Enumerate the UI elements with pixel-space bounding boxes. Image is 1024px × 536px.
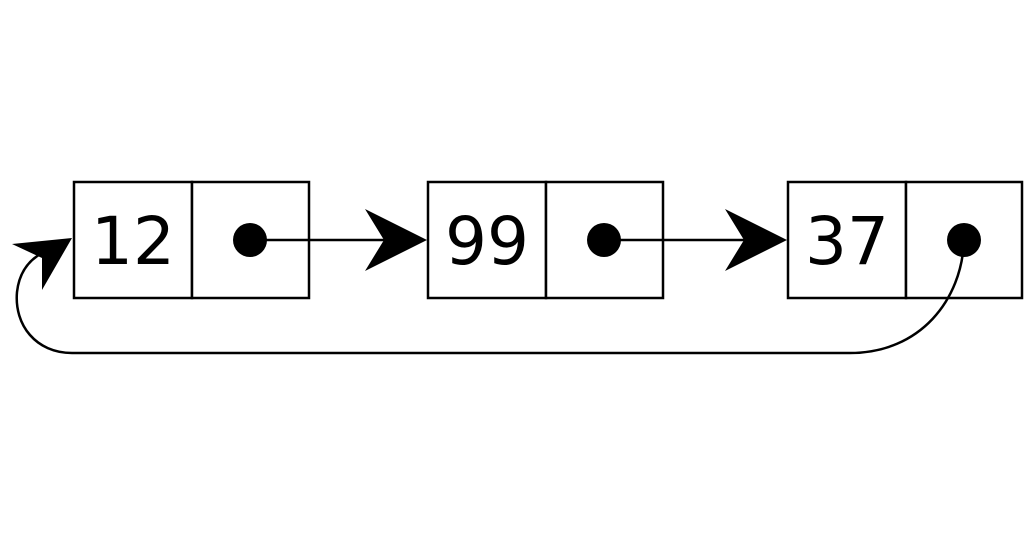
link-1-arrowhead-icon xyxy=(365,209,427,271)
node-3-value: 37 xyxy=(805,203,889,280)
link-2-arrowhead-icon xyxy=(725,209,787,271)
link-node-3-to-node-1 xyxy=(12,238,966,355)
list-node-3: 37 xyxy=(786,180,1024,300)
node-2-value-cell xyxy=(426,180,548,300)
list-node-1: 12 xyxy=(72,180,311,300)
link-node-1-to-node-2 xyxy=(250,209,427,271)
node-2-value: 99 xyxy=(445,203,529,280)
link-3-arrowhead-icon xyxy=(12,238,72,290)
node-1-value: 12 xyxy=(91,203,175,280)
link-node-2-to-node-3 xyxy=(604,209,787,271)
node-1-value-cell xyxy=(72,180,194,300)
link-3-curve xyxy=(15,239,966,355)
